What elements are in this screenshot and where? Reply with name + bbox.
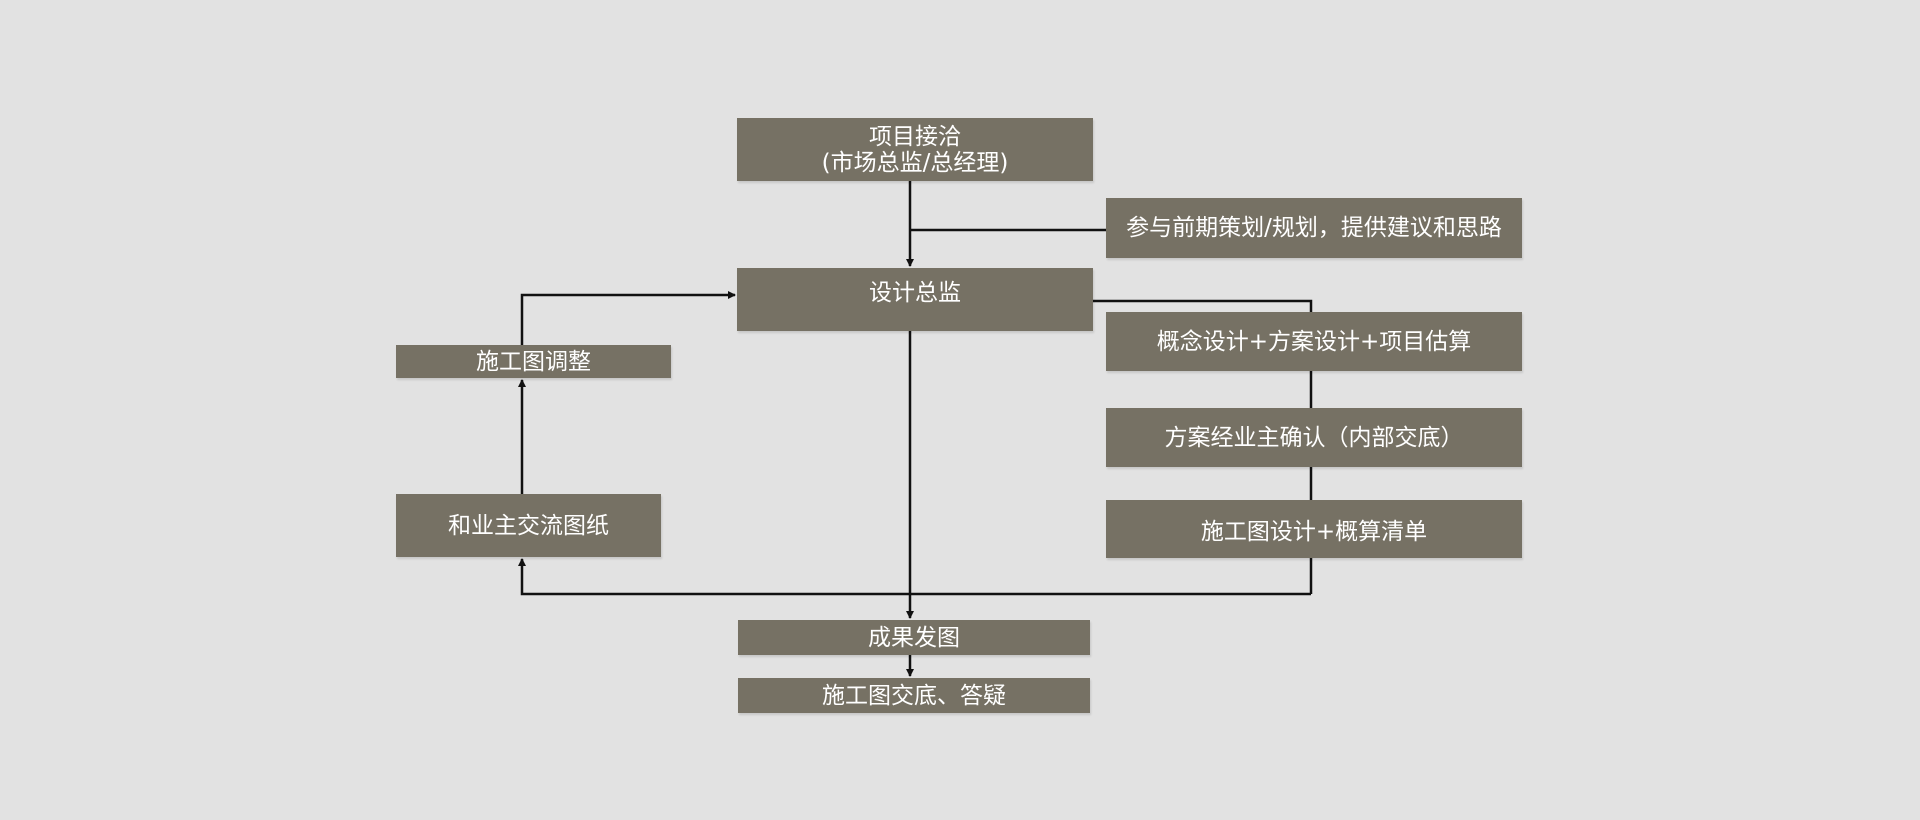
node-concept-design: 概念设计+方案设计+项目估算 <box>1106 312 1522 371</box>
node-disclosure-qa: 施工图交底、答疑 <box>738 678 1090 713</box>
node-early-planning: 参与前期策划/规划，提供建议和思路 <box>1106 198 1522 258</box>
node-label: 项目接洽 <box>869 123 961 150</box>
node-scheme-confirm: 方案经业主确认（内部交底） <box>1106 408 1522 467</box>
node-sublabel: (市场总监/总经理) <box>821 149 1009 176</box>
node-owner-exchange: 和业主交流图纸 <box>396 494 661 557</box>
node-design-director: 设计总监 <box>737 268 1093 331</box>
node-construction-design: 施工图设计+概算清单 <box>1106 500 1522 558</box>
line-director-to-right-chain <box>1093 299 1313 594</box>
arrow-adjust-to-director <box>520 291 736 345</box>
node-result-issue: 成果发图 <box>738 620 1090 655</box>
arrow-chain-to-owner <box>518 558 1311 596</box>
node-drawing-adjust: 施工图调整 <box>396 345 671 378</box>
node-project-intake: 项目接洽 (市场总监/总经理) <box>737 118 1093 181</box>
